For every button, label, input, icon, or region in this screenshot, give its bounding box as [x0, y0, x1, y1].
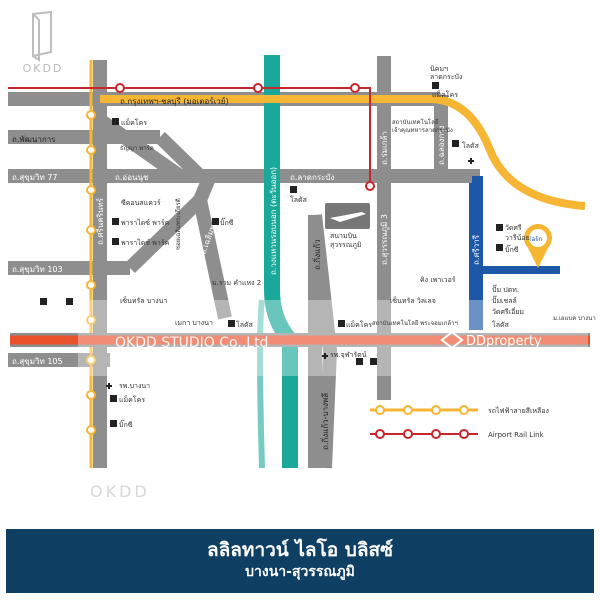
svg-text:วารีน้อย: วารีน้อย: [505, 234, 530, 242]
svg-text:เจ้าคุณทหารลาดกระบัง: เจ้าคุณทหารลาดกระบัง: [392, 127, 453, 134]
okdd-logo: OKDD: [13, 10, 73, 80]
poi-labels: แม็คโคร ธัญญา พาร์ค ซีคอนสแควร์ พาราไดซ์…: [40, 65, 596, 429]
yellow-line-stations: [86, 110, 96, 435]
airport-rail-stations: [115, 83, 375, 191]
road-diag-2: [155, 131, 205, 182]
svg-text:สุวรรณภูมิ: สุวรรณภูมิ: [330, 241, 361, 249]
svg-text:ม.เอแบค บางนา: ม.เอแบค บางนา: [553, 315, 596, 322]
svg-text:ซีคอนสแควร์: ซีคอนสแควร์: [121, 199, 161, 207]
svg-text:โลตัส: โลตัส: [492, 320, 510, 329]
svg-text:สถาบันเทคโนโลยี: สถาบันเทคโนโลยี: [392, 118, 438, 126]
svg-text:lalin: lalin: [530, 236, 543, 243]
svg-text:ถ.อ่อนนุช: ถ.อ่อนนุช: [115, 173, 149, 182]
project-location-pin: lalin: [524, 224, 552, 268]
motorway-yellow: [100, 95, 586, 210]
svg-text:ปั๊มเชลล์: ปั๊มเชลล์: [492, 295, 517, 305]
okdd-logo-icon: [32, 10, 52, 62]
svg-text:ถ.ลาดกระบัง: ถ.ลาดกระบัง: [290, 173, 334, 182]
svg-text:แม็คโคร: แม็คโคร: [121, 118, 147, 127]
legend-airport-rail-link: Airport Rail Link: [488, 431, 545, 439]
svg-text:โลตัส: โลตัส: [290, 195, 308, 204]
project-subtitle: บางนา-สุวรรณภูมิ: [245, 564, 355, 580]
svg-text:ซอยเฉลิมพระเกียรติ: ซอยเฉลิมพระเกียรติ: [174, 198, 182, 250]
road-diag-1: [95, 114, 185, 182]
svg-text:วัดศรี: วัดศรี: [505, 224, 522, 232]
svg-text:แม็คโคร: แม็คโคร: [119, 395, 145, 404]
map-legend: รถไฟฟ้าสายสีเหลือง Airport Rail Link: [370, 405, 549, 439]
logo-bottom-watermark: OKDD: [90, 482, 150, 501]
svg-text:แม็คโคร: แม็คโคร: [346, 320, 372, 329]
shopping-bag-icon: [40, 82, 503, 427]
svg-text:ถ.ศรีนครินทร์: ถ.ศรีนครินทร์: [95, 197, 105, 245]
svg-text:ถ.สุขุมวิท 105: ถ.สุขุมวิท 105: [12, 357, 63, 366]
svg-text:ถ.สุวรรณภูมิ 3: ถ.สุวรรณภูมิ 3: [380, 214, 390, 265]
logo-text: OKDD: [22, 62, 64, 75]
svg-text:ถ.สุขุมวิท 103: ถ.สุขุมวิท 103: [12, 265, 63, 274]
hospital-cross-icon: [106, 158, 474, 389]
svg-text:วัดศรีเอี่ยม: วัดศรีเอี่ยม: [492, 307, 524, 316]
svg-text:ลาดกระบัง: ลาดกระบัง: [430, 73, 462, 81]
svg-text:เซ็นทรัล บางนา: เซ็นทรัล บางนา: [120, 296, 167, 305]
svg-text:ถ.ร่มเกล้า: ถ.ร่มเกล้า: [380, 131, 389, 165]
svg-text:รพ.จุฬารัตน์: รพ.จุฬารัตน์: [330, 351, 367, 359]
airport-rail-link: [8, 87, 371, 186]
svg-text:คิง เพาเวอร์: คิง เพาเวอร์: [420, 276, 456, 284]
airport-marker: สนามบิน สุวรรณภูมิ: [325, 203, 370, 249]
svg-text:เมกา บางนา: เมกา บางนา: [175, 319, 213, 327]
svg-text:สถาบันเทคโนโลยี พระจอมเกล้าฯ: สถาบันเทคโนโลยี พระจอมเกล้าฯ: [372, 319, 458, 327]
svg-text:ถ.วงแหวนรอบนอก (ตะวันออก): ถ.วงแหวนรอบนอก (ตะวันออก): [269, 167, 278, 275]
svg-text:ปั๊ม ปตท.: ปั๊ม ปตท.: [492, 284, 519, 294]
svg-text:ถ.กิ่งแก้ว: ถ.กิ่งแก้ว: [311, 239, 322, 270]
watermark-text: OKDD STUDIO Co.,Ltd: [115, 335, 268, 351]
svg-text:แม็คโคร: แม็คโคร: [432, 90, 458, 99]
svg-text:บิ๊กซี: บิ๊กซี: [220, 217, 234, 227]
road-kingkaew-s: [308, 214, 338, 469]
svg-text:DDproperty: DDproperty: [466, 334, 542, 349]
svg-text:พาราไดซ์ พาร์ค: พาราไดซ์ พาร์ค: [121, 238, 170, 247]
svg-text:เซ็นทรัล วิลเลจ: เซ็นทรัล วิลเลจ: [390, 296, 436, 305]
svg-text:ถ.กิ่งแก้ว-บางพลี: ถ.กิ่งแก้ว-บางพลี: [319, 393, 330, 450]
svg-text:ถ.พัฒนาการ: ถ.พัฒนาการ: [12, 135, 56, 144]
project-title: ลลิลทาวน์ ไลโอ บลิสซ์: [206, 539, 394, 561]
watermark-band: [78, 300, 588, 376]
road-chalermprakiat-s: [193, 198, 232, 320]
ddproperty-watermark: DDproperty: [440, 330, 542, 350]
svg-text:นิคมฯ: นิคมฯ: [430, 65, 448, 73]
svg-text:โลตัส: โลตัส: [236, 320, 254, 329]
svg-text:ถ.ศรีวารี: ถ.ศรีวารี: [472, 234, 481, 265]
svg-text:ถ.กรุงเทพฯ-ชลบุรี (มอเตอร์เวย์: ถ.กรุงเทพฯ-ชลบุรี (มอเตอร์เวย์): [120, 96, 229, 106]
svg-text:บิ๊กซี: บิ๊กซี: [119, 419, 133, 429]
svg-text:ธัญญา พาร์ค: ธัญญา พาร์ค: [120, 144, 154, 152]
legend-yellow-line: รถไฟฟ้าสายสีเหลือง: [488, 406, 549, 415]
svg-text:พาราไดซ์ พาร์ค: พาราไดซ์ พาร์ค: [121, 218, 170, 227]
footer-banner: ลลิลทาวน์ ไลโอ บลิสซ์ บางนา-สุวรรณภูมิ: [6, 529, 594, 593]
svg-text:รพ.บางนา: รพ.บางนา: [119, 382, 150, 390]
svg-text:บิ๊กซี: บิ๊กซี: [505, 244, 519, 254]
svg-text:ม.ราม คำแหง 2: ม.ราม คำแหง 2: [212, 279, 261, 287]
svg-text:โลตัส: โลตัส: [462, 141, 480, 150]
svg-text:ถ.สุขุมวิท 77: ถ.สุขุมวิท 77: [12, 173, 58, 182]
svg-text:สนามบิน: สนามบิน: [330, 232, 357, 240]
svg-text:ถ.ฉลองกรุง: ถ.ฉลองกรุง: [437, 125, 446, 165]
